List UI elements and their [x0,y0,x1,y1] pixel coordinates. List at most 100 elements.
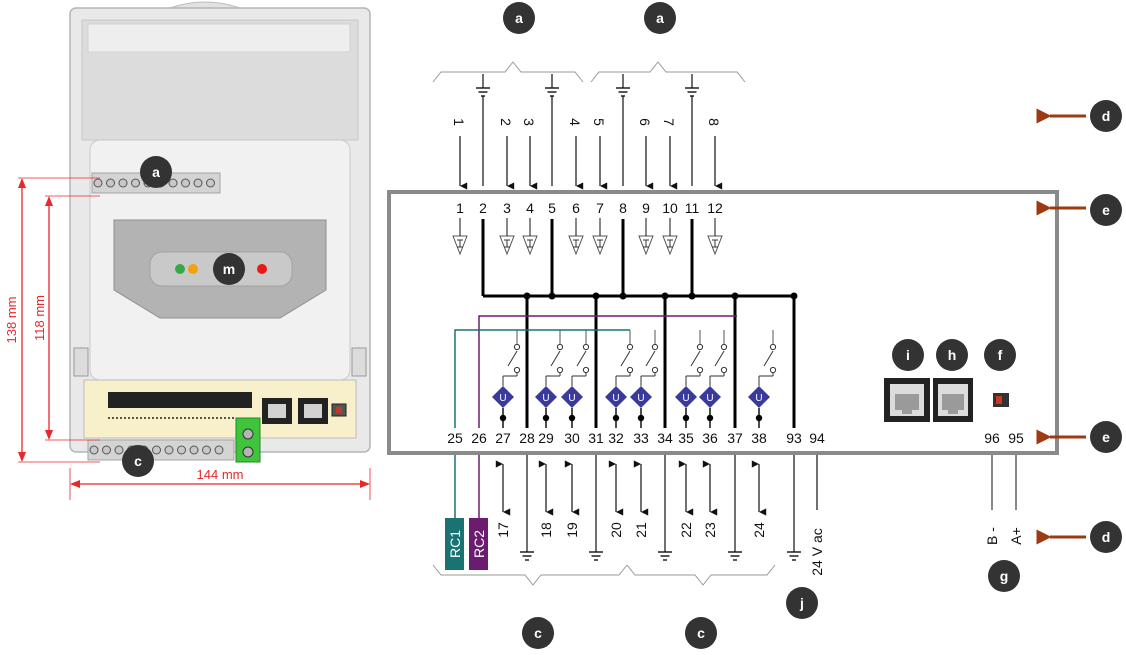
unit-symbol: U [568,393,575,404]
relay-switch [620,350,631,367]
unit-diamond [535,386,557,408]
device-drawing [69,1,371,463]
output-label-22: 22 [678,522,694,538]
input-label-5: 5 [591,118,607,126]
output-label-18: 18 [538,522,554,538]
terminal-96: 96 [984,430,1000,446]
callout-e-bottom-label: e [1102,429,1110,445]
unit-diamond [675,386,697,408]
top-terminal-8: 8 [619,200,627,216]
unit-junction [706,414,714,422]
probe-4 [568,235,584,256]
callout-h [936,339,968,371]
callout-c-left-label: c [534,625,542,641]
unit-diamond [699,386,721,408]
bottom-screw [214,445,224,455]
probe-5-symbol [597,239,603,248]
top-screw [181,178,190,188]
callout-i-label: i [906,347,910,363]
bus-junction [548,292,556,300]
unit-junction [612,414,620,422]
relay-switch [763,350,774,367]
relay-contact-bottom [769,366,777,374]
callout-d-bottom-label: d [1102,529,1111,545]
input-label-1: 1 [451,118,467,126]
relay-contact-top [556,343,564,351]
output-ground-2 [589,551,603,561]
bottom-screw [114,445,124,455]
callout-a-device [140,156,172,188]
callout-a-right-label: a [656,10,664,26]
bottom-screw [89,445,99,455]
dip-switch [993,393,1009,407]
relay-8: U [748,330,777,428]
top-terminal-3: 3 [503,200,511,216]
input-label-4: 4 [567,118,583,126]
unit-symbol: U [612,393,619,404]
bottom-screw [202,445,211,455]
relay-contact-bottom [651,366,659,374]
terminal-95: 95 [1008,430,1024,446]
callout-g [988,560,1020,592]
callout-g-label: g [1000,568,1009,584]
relay-contact-bottom [696,366,704,374]
unit-junction [637,414,645,422]
top-terminal-1: 1 [456,200,464,216]
relay-contact-top [626,343,634,351]
relay-1: U [492,330,521,428]
bottom-terminal-30: 30 [564,430,580,446]
unit-junction [682,414,690,422]
input-label-6: 6 [637,118,653,126]
relay-contact-bottom [720,366,728,374]
unit-junction [542,414,550,422]
orange-led [188,264,198,274]
relay-switch [550,350,561,367]
callout-j-label: j [799,595,804,611]
relay-2: U [535,330,564,428]
bottom-terminal-94: 94 [809,430,825,446]
input-ground-8 [616,87,630,97]
input-label-8: 8 [706,118,722,126]
callout-a-right [644,2,676,34]
bottom-screw [189,445,199,455]
serial-label-b: B - [984,527,1000,545]
unit-junction [568,414,576,422]
probe-4-symbol [573,239,579,248]
relay-switch [714,350,725,367]
dimension-height-inner: 118 mm [32,295,47,341]
bottom-brackets [432,564,776,586]
bottom-screw [152,445,161,455]
callout-c-right-label: c [697,625,705,641]
dimension-lines [18,177,371,500]
bottom-terminal-36: 36 [702,430,718,446]
bottom-terminal-31: 31 [588,430,604,446]
bottom-terminal-27: 27 [495,430,511,446]
input-label-3: 3 [521,118,537,126]
unit-diamond [748,386,770,408]
top-terminal-4: 4 [526,200,534,216]
relay-contact-top [769,343,777,351]
callout-c-left [522,617,554,649]
relay-contact-top [696,343,704,351]
port-h [933,378,973,422]
unit-diamond [605,386,627,408]
output-ground-5 [787,551,801,561]
output-label-24: 24 [751,522,767,538]
callout-a-device-label: a [152,164,160,180]
output-label-17: 17 [495,522,511,538]
bottom-terminal-screws [89,445,224,455]
bottom-terminal-26: 26 [471,430,487,446]
unit-symbol: U [637,393,644,404]
bottom-terminal-37: 37 [727,430,743,446]
callout-f [984,339,1016,371]
relay-contact-top [513,343,521,351]
rc2-bus [478,315,737,428]
relay-block [108,392,252,408]
input-label-2: 2 [498,118,514,126]
probe-7 [662,235,678,256]
callout-e-bottom [1090,421,1122,453]
probe-2-symbol [504,239,510,248]
unit-symbol: U [706,393,713,404]
